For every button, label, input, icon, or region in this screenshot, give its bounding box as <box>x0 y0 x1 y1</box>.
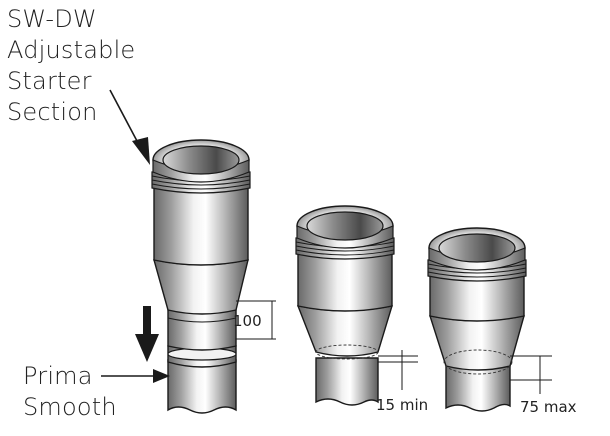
prima-smooth-label: Prima Smooth <box>23 361 117 423</box>
middle-top-opening <box>306 211 384 241</box>
middle-assembly: 15 min <box>295 205 428 414</box>
right-top-opening <box>438 233 516 263</box>
top-opening <box>162 145 240 175</box>
hidden-inner-line <box>443 349 513 375</box>
label-line: Adjustable <box>7 36 136 64</box>
pointer-arrowhead <box>153 369 170 383</box>
label-line: Starter <box>7 67 92 95</box>
label-line: SW-DW <box>7 5 97 33</box>
starter-section-label: SW-DW Adjustable Starter Section <box>7 4 135 128</box>
hidden-inner-line <box>315 344 379 360</box>
middle-body <box>297 253 393 312</box>
starter-lower-tube <box>167 309 237 351</box>
dimension-75-max-text: 75 max <box>520 398 577 416</box>
down-arrow-icon <box>135 306 159 362</box>
label-line: Prima <box>23 362 93 390</box>
seam-line <box>167 317 237 323</box>
starter-body <box>153 187 249 266</box>
dimension-100-text: 100 <box>233 312 262 330</box>
left-assembly: 100 <box>101 89 276 414</box>
right-assembly: 75 max <box>427 227 577 416</box>
right-lower-pipe <box>445 365 511 412</box>
right-body <box>429 275 525 322</box>
label-line: Smooth <box>23 393 117 421</box>
dimension-75-max: 75 max <box>510 355 577 416</box>
right-cone <box>429 315 525 371</box>
dimension-15-min: 15 min <box>376 350 428 414</box>
middle-lower-pipe <box>315 357 379 406</box>
prima-smooth-pipe <box>167 359 237 414</box>
label-line: Section <box>7 98 98 126</box>
dimension-100: 100 <box>233 300 276 340</box>
middle-cone <box>296 305 393 357</box>
starter-cone <box>153 259 249 315</box>
callout-arrowhead <box>132 137 150 165</box>
dimension-15-min-text: 15 min <box>376 396 428 414</box>
